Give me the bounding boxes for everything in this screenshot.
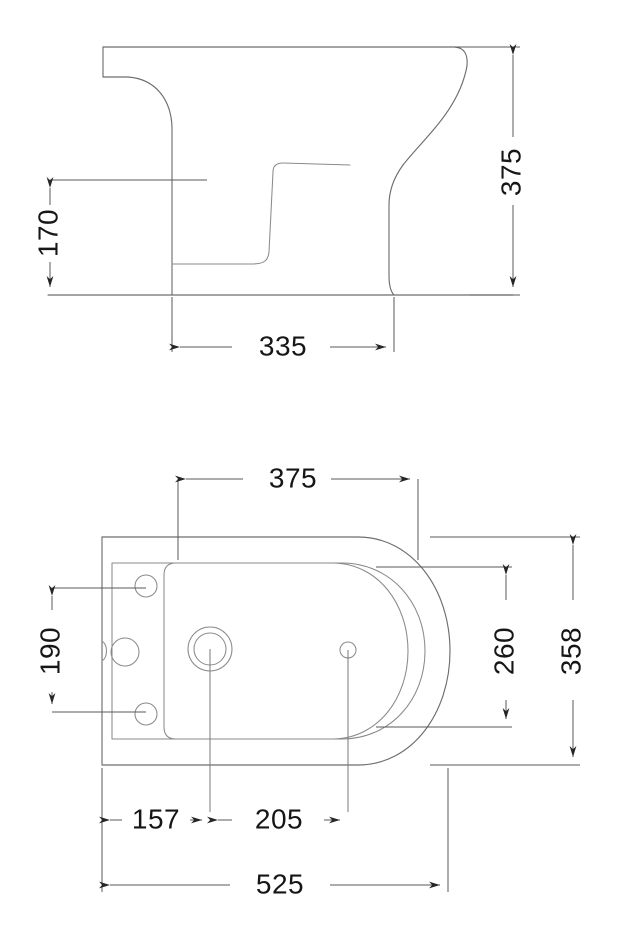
dimension-260-inner-width: 260 xyxy=(376,564,519,728)
side-elevation-view: 375 170 335 xyxy=(32,44,526,361)
fixing-hole-top xyxy=(134,574,158,598)
fixing-hole-bottom xyxy=(134,702,158,726)
dimension-190-hole-spacing: 190 xyxy=(34,585,146,713)
plan-fixing-holes xyxy=(134,574,158,726)
plan-inner-rim xyxy=(111,562,426,740)
dimension-value-260-inner-width: 260 xyxy=(488,627,519,675)
dimension-value-157-drain-offset: 157 xyxy=(132,803,180,834)
plan-bowl-outline xyxy=(163,562,409,740)
plan-outer-outline xyxy=(101,536,451,766)
pan-side-profile xyxy=(102,46,468,296)
plan-view: 375 190 260 xyxy=(34,462,586,899)
dimension-358-overall-width: 358 xyxy=(430,534,586,766)
dimension-value-335-base-depth: 335 xyxy=(259,330,307,361)
plan-left-notch xyxy=(101,640,108,662)
dimension-value-205-outlet-spacing: 205 xyxy=(255,803,303,834)
inlet-hole xyxy=(110,637,140,667)
dimension-value-358-overall-width: 358 xyxy=(555,627,586,675)
dimension-value-170-seat-height: 170 xyxy=(32,209,63,257)
dimension-525-overall-length: 525 xyxy=(99,768,449,899)
dimension-335-base-depth: 335 xyxy=(169,297,395,361)
dimension-205-outlet-spacing: 205 xyxy=(207,803,340,834)
dimension-value-190-hole-spacing: 190 xyxy=(34,627,65,675)
dimension-157-drain-offset: 157 xyxy=(99,768,202,834)
dimension-value-375-bowl-width: 375 xyxy=(269,462,317,493)
dimension-375-height: 375 xyxy=(455,44,526,296)
dimension-value-375-height: 375 xyxy=(495,148,526,196)
dimension-value-525-overall-length: 525 xyxy=(256,868,304,899)
dimension-170-seat-height: 170 xyxy=(32,177,207,287)
dimension-375-bowl-width: 375 xyxy=(175,462,419,560)
pan-side-internal-detail xyxy=(171,162,351,265)
